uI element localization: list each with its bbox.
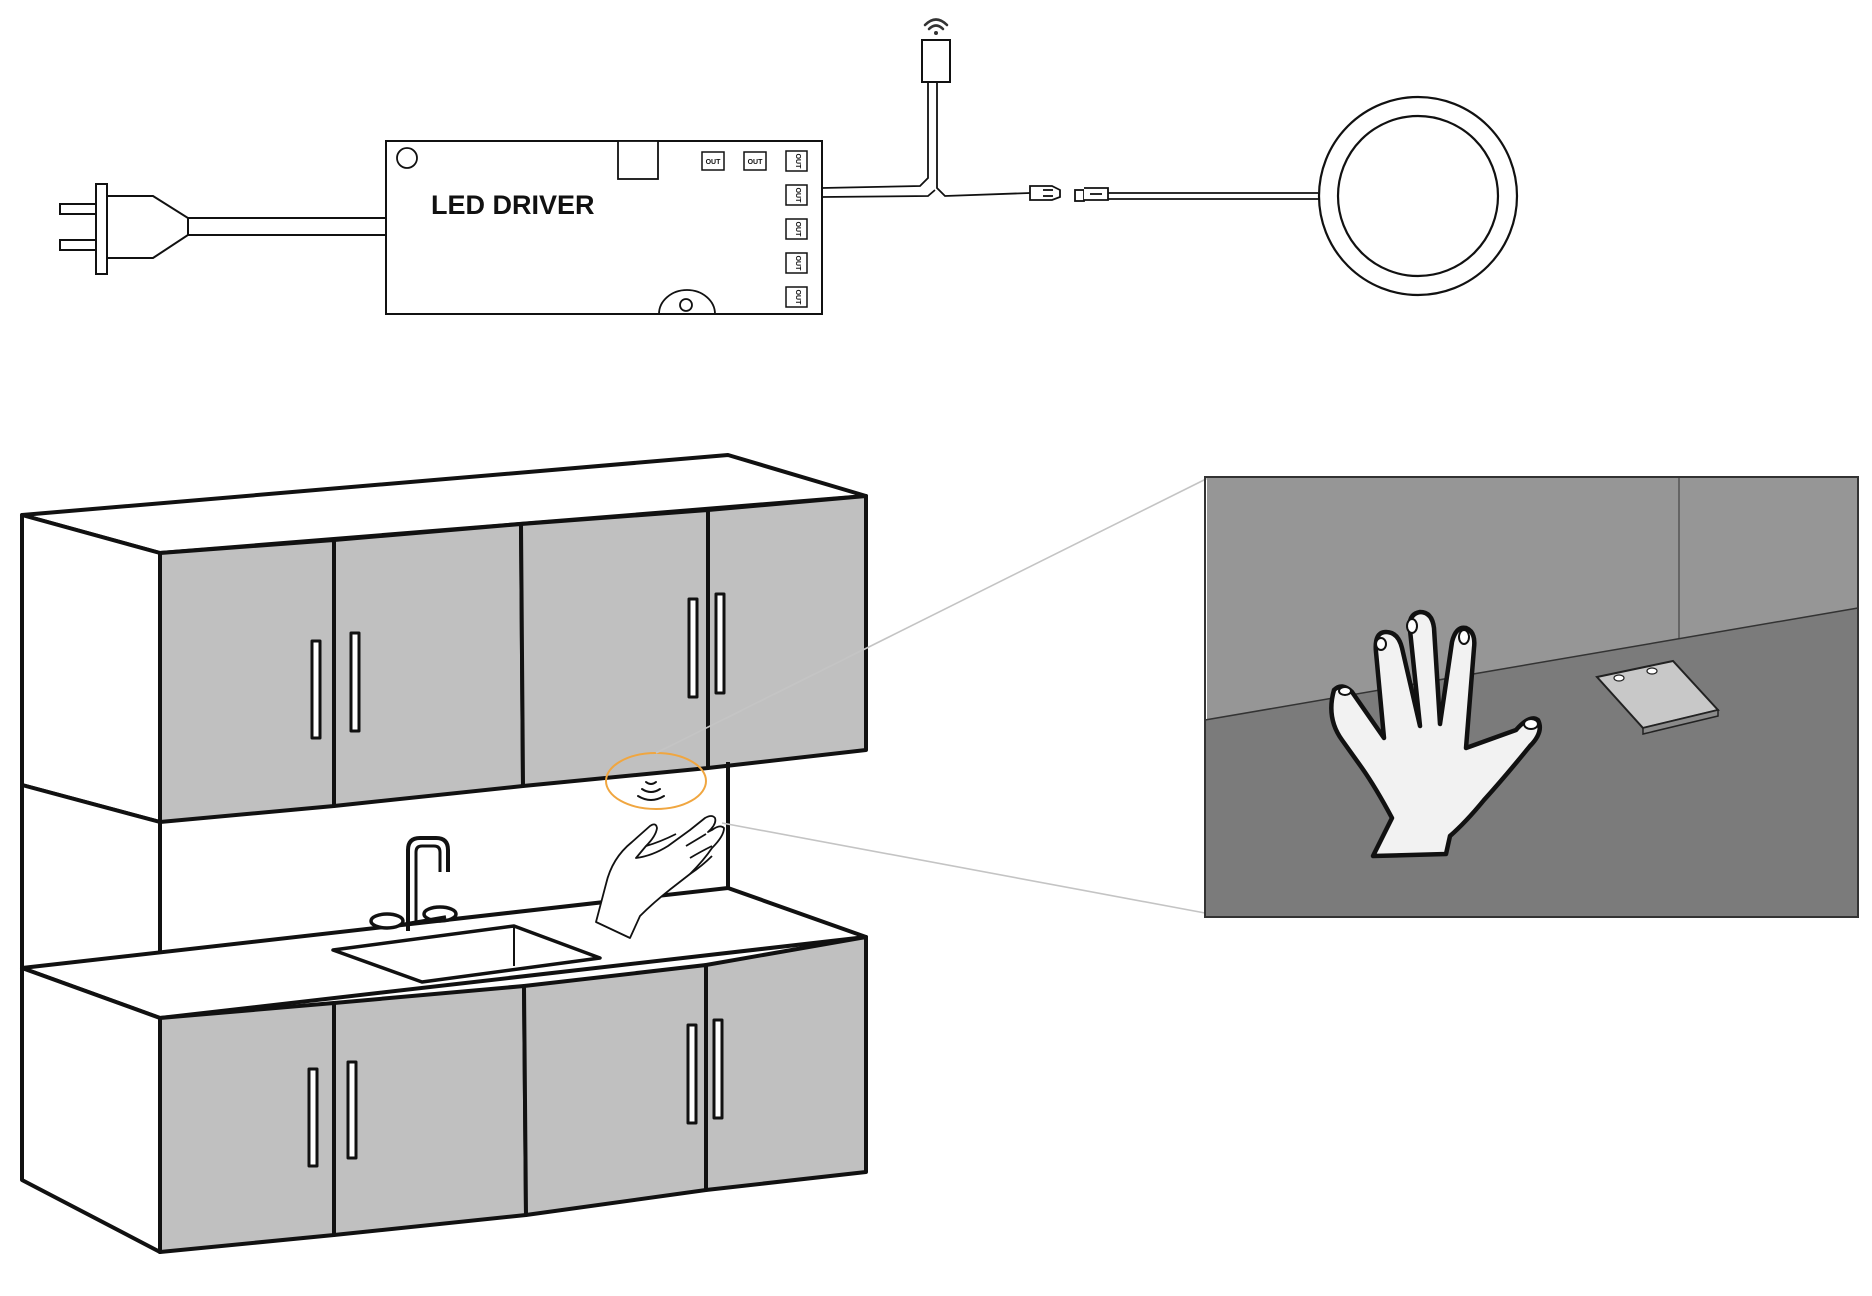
hand-icon <box>595 815 725 939</box>
door-handle <box>687 597 699 699</box>
port-out: OUT <box>785 218 808 240</box>
svg-text:OUT: OUT <box>794 188 801 204</box>
driver-label: LED DRIVER <box>431 190 595 220</box>
sensor-module <box>1595 659 1720 735</box>
driver-sensor-socket <box>617 140 659 180</box>
door-handle <box>714 592 726 695</box>
svg-text:OUT: OUT <box>794 154 801 170</box>
kitchen-cabinets <box>20 453 868 1254</box>
door-handle <box>712 1018 724 1120</box>
hand-icon <box>1329 609 1542 859</box>
lower-cabinet-door <box>704 935 868 1192</box>
port-out: OUT <box>701 151 725 171</box>
sensor-wire <box>821 82 1031 198</box>
door-handle <box>346 1060 358 1160</box>
door-handle <box>686 1023 698 1125</box>
svg-text:OUT: OUT <box>748 159 764 166</box>
svg-text:OUT: OUT <box>794 222 801 238</box>
plug-icon <box>59 183 189 275</box>
door-handle <box>310 639 322 740</box>
zoom-detail-panel <box>1204 476 1859 918</box>
sink <box>331 924 602 984</box>
power-cable <box>188 217 386 236</box>
lower-cabinet-door <box>332 984 528 1237</box>
lower-cabinet-door <box>522 963 708 1217</box>
zoom-callout-lines <box>655 477 1209 914</box>
door-handle <box>349 631 361 733</box>
upper-cabinet-door <box>158 538 336 824</box>
motion-sensor <box>921 39 951 83</box>
port-out: OUT <box>785 150 808 172</box>
wire-connector <box>1029 185 1061 201</box>
puck-light-icon <box>1317 95 1519 297</box>
svg-text:OUT: OUT <box>794 290 801 306</box>
driver-ports: OUT OUT OUT OUT OUT OUT OUT <box>701 150 808 308</box>
port-out: OUT <box>785 286 808 308</box>
port-out: OUT <box>785 184 808 206</box>
light-wire <box>1108 192 1320 200</box>
door-handle <box>307 1067 319 1168</box>
wifi-icon <box>923 18 949 35</box>
svg-text:OUT: OUT <box>794 256 801 272</box>
svg-text:OUT: OUT <box>706 159 722 166</box>
port-out: OUT <box>785 252 808 274</box>
upper-cabinet-door <box>332 522 525 808</box>
upper-cabinet-door <box>706 494 868 770</box>
upper-cabinet-door <box>519 508 710 788</box>
wire-connector <box>1074 187 1109 202</box>
faucet <box>369 836 458 931</box>
port-out: OUT <box>743 151 767 171</box>
motion-sensor-icon <box>637 781 665 801</box>
